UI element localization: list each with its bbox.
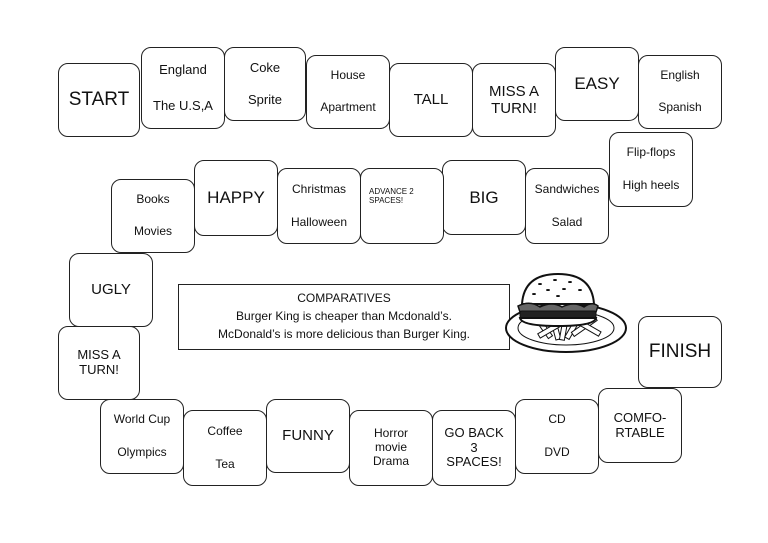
- finish-square: FINISH: [638, 316, 722, 388]
- square-text: DVD: [544, 444, 570, 459]
- square-text: Olympics: [117, 444, 167, 459]
- square-happy: HAPPY: [194, 160, 278, 236]
- square-text: EASY: [574, 74, 620, 94]
- square-text: CD: [548, 412, 566, 427]
- square-english-spanish: English Spanish: [638, 55, 722, 129]
- burger-and-fries-icon: [505, 272, 627, 353]
- square-books-movies: Books Movies: [111, 179, 195, 253]
- square-house-apartment: House Apartment: [306, 55, 390, 129]
- comparatives-title: COMPARATIVES: [297, 291, 391, 305]
- square-text: Sandwiches: [534, 181, 600, 196]
- square-text: TALL: [413, 91, 449, 109]
- square-christmas-halloween: Christmas Halloween: [277, 168, 361, 244]
- square-cd-dvd: CD DVD: [515, 399, 599, 474]
- square-text: HAPPY: [207, 188, 265, 208]
- square-worldcup-olympics: World Cup Olympics: [100, 399, 184, 474]
- square-text: FUNNY: [282, 427, 334, 445]
- square-text: BIG: [469, 187, 499, 207]
- square-funny: FUNNY: [266, 399, 350, 473]
- square-text: MISS A TURN!: [488, 82, 540, 117]
- square-text: World Cup: [113, 412, 171, 427]
- square-big: BIG: [442, 160, 526, 235]
- comparatives-box: COMPARATIVES Burger King is cheaper than…: [178, 284, 510, 350]
- square-text: Salad: [551, 214, 583, 229]
- square-text: Coke: [249, 59, 281, 75]
- square-coffee-tea: Coffee Tea: [183, 410, 267, 486]
- square-text: MISS A TURN!: [77, 347, 121, 377]
- finish-label: FINISH: [648, 341, 712, 363]
- square-text: English: [660, 68, 700, 83]
- square-text: ADVANCE 2 SPACES!: [369, 187, 414, 206]
- square-sandwiches-salad: Sandwiches Salad: [525, 168, 609, 244]
- square-text: Spanish: [658, 100, 702, 115]
- square-miss-turn-2: MISS A TURN!: [58, 326, 140, 400]
- square-ugly: UGLY: [69, 253, 153, 327]
- square-text: UGLY: [91, 281, 131, 299]
- square-coke-sprite: Coke Sprite: [224, 47, 306, 121]
- square-text: Coffee: [207, 423, 243, 438]
- square-miss-turn-1: MISS A TURN!: [472, 63, 556, 137]
- square-text: COMFO- RTABLE: [613, 409, 667, 440]
- square-england-usa: England The U.S,A: [141, 47, 225, 129]
- start-square: START: [58, 63, 140, 137]
- square-advance-2: ADVANCE 2 SPACES!: [360, 168, 444, 244]
- square-tall: TALL: [389, 63, 473, 137]
- square-text: GO BACK 3 SPACES!: [444, 424, 504, 470]
- square-text: Movies: [133, 224, 172, 239]
- square-text: High heels: [622, 177, 680, 192]
- square-flipflops-highheels: Flip-flops High heels: [609, 132, 693, 207]
- square-text: The U.S,A: [153, 97, 213, 113]
- square-easy: EASY: [555, 47, 639, 121]
- square-text: Flip-flops: [626, 145, 676, 160]
- square-comfortable: COMFO- RTABLE: [598, 388, 682, 463]
- square-horror-drama: Horror movie Drama: [349, 410, 433, 486]
- square-go-back-3: GO BACK 3 SPACES!: [432, 410, 516, 486]
- square-text: England: [159, 61, 207, 77]
- comparatives-example-2: McDonald’s is more delicious than Burger…: [218, 327, 470, 341]
- comparatives-example-1: Burger King is cheaper than Mcdonald’s.: [236, 309, 452, 323]
- square-text: Books: [136, 192, 170, 207]
- square-text: Tea: [215, 456, 235, 471]
- start-label: START: [68, 89, 130, 111]
- square-text: Apartment: [320, 100, 376, 115]
- square-text: Sprite: [248, 91, 282, 107]
- square-text: House: [330, 68, 366, 83]
- square-text: Christmas: [291, 181, 346, 196]
- square-text: Halloween: [290, 214, 348, 229]
- square-text: Horror movie Drama: [372, 426, 409, 468]
